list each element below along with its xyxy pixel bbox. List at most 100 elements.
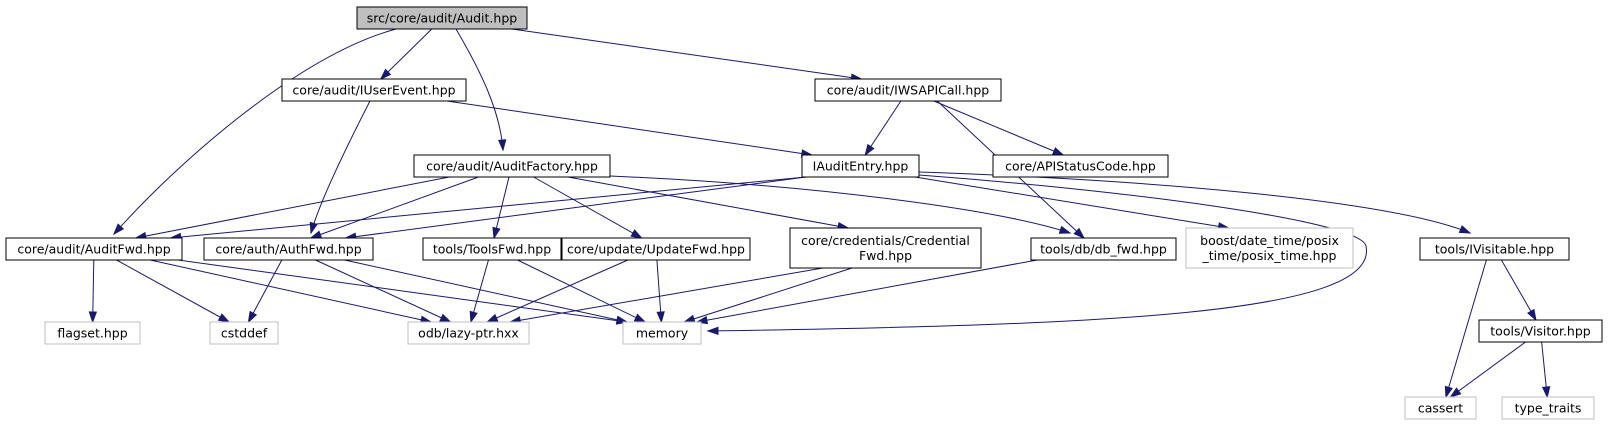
node-iauditentry[interactable]: IAuditEntry.hpp — [801, 154, 920, 178]
edge-line — [150, 259, 432, 323]
edge-ivisitable-to-visitor — [1500, 259, 1537, 322]
edge-auditfwd-to-flagset — [88, 259, 98, 324]
node-auditfwd[interactable]: core/audit/AuditFwd.hpp — [5, 237, 183, 261]
edge-arrowhead — [309, 221, 318, 235]
node-box — [1478, 319, 1603, 343]
edge-arrowhead — [1058, 225, 1072, 234]
edge-line — [310, 176, 479, 239]
edge-arrowhead — [1444, 385, 1453, 399]
edge-line — [933, 100, 1064, 156]
edge-arrowhead — [498, 139, 507, 152]
edge-arrowhead — [439, 313, 452, 323]
node-box — [1501, 396, 1595, 420]
node-cassert: cassert — [1404, 396, 1477, 420]
node-label: flagset.hpp — [57, 326, 127, 341]
edge-toolsfwd-to-lazyptr — [469, 259, 489, 324]
edge-line — [248, 259, 283, 323]
node-apistatus[interactable]: core/APIStatusCode.hpp — [992, 154, 1169, 178]
node-ivisitable[interactable]: tools/IVisitable.hpp — [1419, 237, 1570, 261]
node-box — [789, 227, 982, 269]
node-iwsapicall[interactable]: core/audit/IWSAPICall.hpp — [814, 78, 1002, 102]
node-dbfwd[interactable]: tools/db/db_fwd.hpp — [1030, 237, 1177, 261]
node-toolsfwd[interactable]: tools/ToolsFwd.hpp — [422, 237, 562, 261]
edge-arrowhead — [112, 223, 125, 236]
node-visitor[interactable]: tools/Visitor.hpp — [1478, 319, 1603, 343]
node-box — [801, 154, 920, 178]
edge-line — [510, 267, 824, 323]
node-label: tools/db/db_fwd.hpp — [1040, 242, 1167, 257]
edge-iwsapicall-to-iauditentry — [864, 100, 902, 157]
edge-arrowhead — [706, 326, 719, 336]
node-box — [281, 78, 467, 102]
edge-line — [914, 176, 1229, 229]
node-flagset: flagset.hpp — [44, 321, 141, 345]
edge-line — [609, 175, 1071, 234]
edge-arrowhead — [1527, 308, 1537, 322]
edge-line — [446, 100, 812, 156]
node-label: memory — [636, 326, 689, 341]
edge-arrowhead — [485, 313, 499, 323]
node-box — [1419, 237, 1570, 261]
node-typetraits: type_traits — [1501, 396, 1595, 420]
node-authfwd[interactable]: core/auth/AuthFwd.hpp — [203, 237, 374, 261]
edge-line — [533, 176, 642, 239]
edge-line — [470, 259, 489, 323]
node-label: cassert — [1418, 401, 1463, 416]
node-box — [814, 78, 1002, 102]
node-label: core/audit/AuditFactory.hpp — [426, 159, 598, 174]
edge-line — [116, 259, 230, 323]
node-label: core/audit/AuditFwd.hpp — [17, 242, 170, 257]
node-label: tools/IVisitable.hpp — [1435, 242, 1554, 257]
edge-line — [511, 28, 862, 80]
edge-line — [345, 176, 807, 239]
edge-arrowhead — [1541, 386, 1551, 399]
node-label: boost/date_time/posix — [1200, 233, 1339, 248]
edge-arrowhead — [682, 314, 696, 323]
node-label: src/core/audit/Audit.hpp — [367, 11, 517, 26]
node-audit[interactable]: src/core/audit/Audit.hpp — [356, 6, 528, 30]
edge-iuserevent-to-iauditentry — [446, 100, 814, 158]
node-box — [622, 321, 702, 345]
node-box — [1030, 237, 1177, 261]
edge-arrowhead — [469, 310, 478, 324]
edge-authfwd-to-cstddef — [247, 259, 283, 324]
node-box — [422, 237, 562, 261]
edge-arrowhead — [864, 143, 875, 157]
edge-line — [1445, 259, 1487, 398]
node-label: _time/posix_time.hpp — [1202, 248, 1337, 263]
node-box — [356, 6, 528, 30]
edge-updatefwd-to-lazyptr — [485, 259, 629, 323]
edges-layer — [88, 28, 1551, 399]
edge-arrowhead — [1073, 227, 1086, 240]
node-label: core/auth/AuthFwd.hpp — [215, 242, 361, 257]
node-box — [209, 321, 279, 345]
node-label: core/update/UpdateFwd.hpp — [567, 242, 745, 257]
edge-arrowhead — [1458, 225, 1472, 234]
node-auditfactory[interactable]: core/audit/AuditFactory.hpp — [413, 154, 611, 178]
node-box — [413, 154, 611, 178]
edge-audit-to-iwsapicall — [511, 28, 863, 82]
edge-line — [696, 259, 1038, 323]
node-cstddef: cstddef — [209, 321, 279, 345]
node-label: tools/Visitor.hpp — [1490, 324, 1590, 339]
node-label: tools/ToolsFwd.hpp — [433, 242, 551, 257]
node-iuserevent[interactable]: core/audit/IUserEvent.hpp — [281, 78, 467, 102]
edge-arrowhead — [379, 68, 392, 81]
node-label: core/audit/IUserEvent.hpp — [292, 83, 455, 98]
edge-line — [567, 176, 849, 229]
edge-iuserevent-to-authfwd — [309, 100, 371, 235]
edge-updatefwd-to-memory — [656, 259, 665, 324]
edge-line — [487, 259, 629, 323]
edge-arrowhead — [656, 311, 665, 324]
edge-line — [1500, 259, 1537, 321]
edge-line — [684, 267, 853, 323]
edge-visitor-to-cassert — [1449, 341, 1526, 398]
edge-line — [177, 259, 628, 323]
edge-auditfactory-to-toolsfwd — [492, 176, 510, 240]
node-updatefwd[interactable]: core/update/UpdateFwd.hpp — [561, 237, 751, 261]
node-posix: boost/date_time/posix_time/posix_time.hp… — [1185, 227, 1354, 269]
edge-line — [135, 176, 450, 239]
edge-auditfwd-to-memory — [177, 259, 629, 325]
